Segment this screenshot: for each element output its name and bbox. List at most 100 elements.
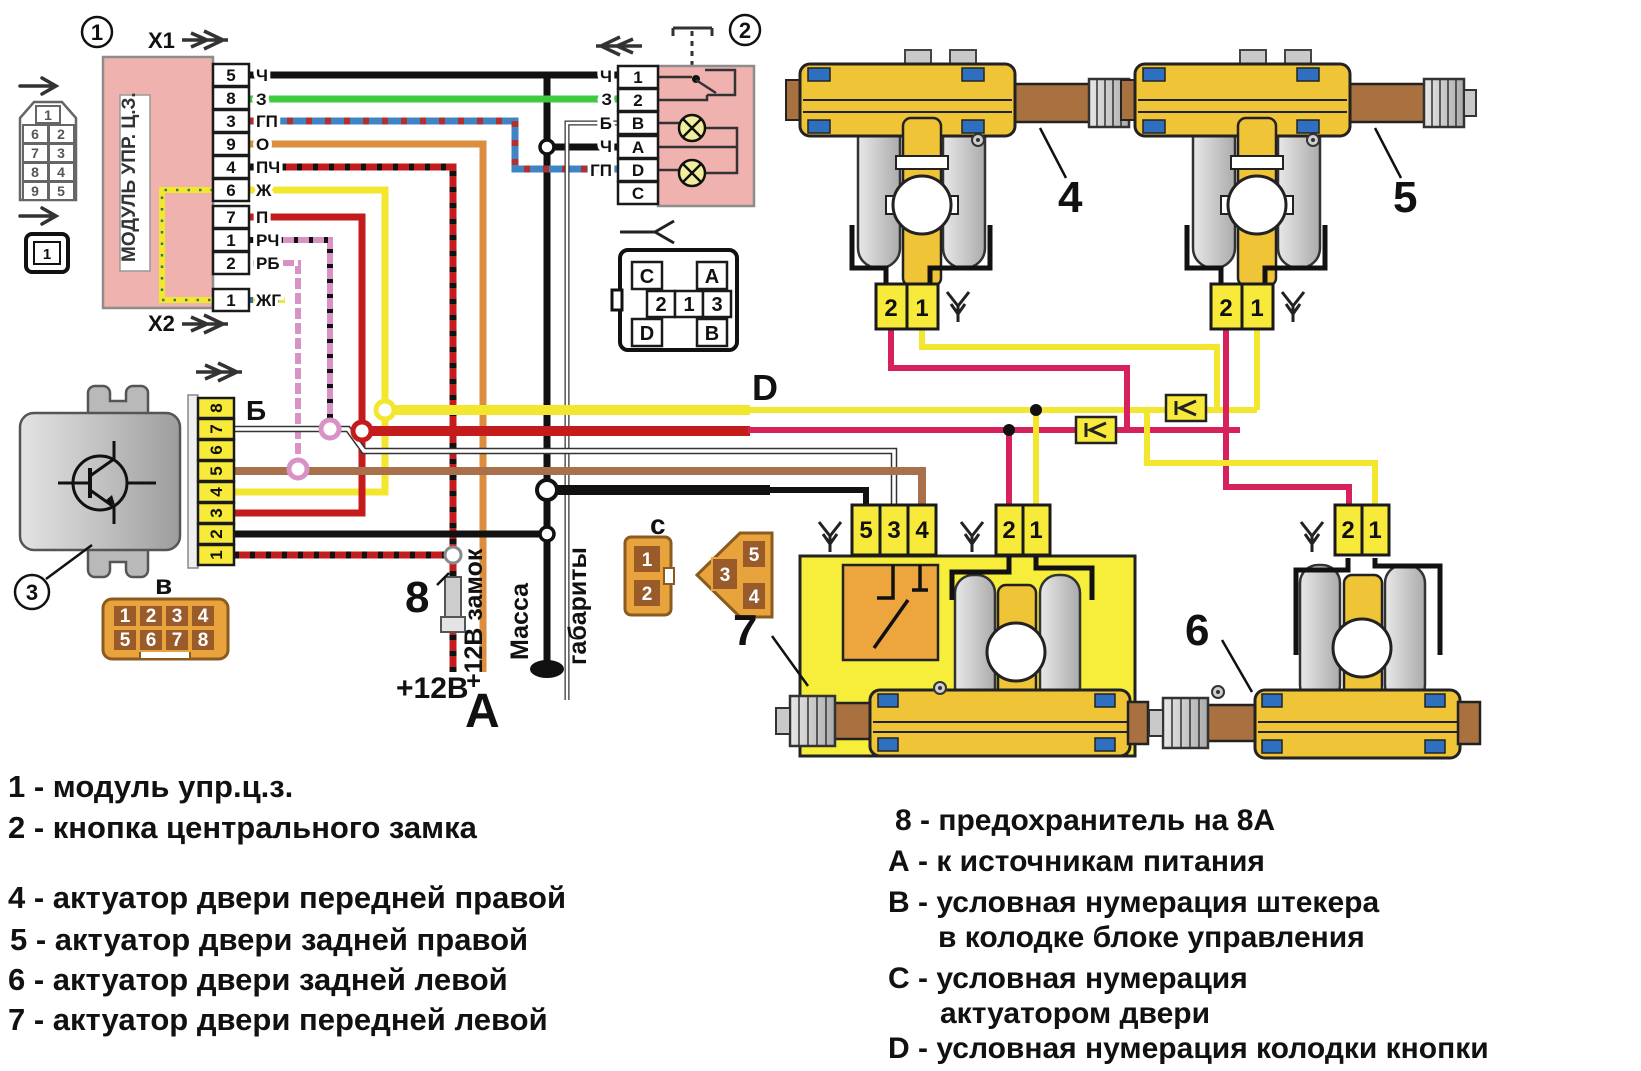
connector-v-pin: 1 xyxy=(120,606,131,627)
wire-code: Ч xyxy=(600,67,612,86)
transistor-icon xyxy=(58,441,156,524)
inline-connector-crimson xyxy=(1074,415,1118,445)
motor-leads xyxy=(849,225,993,284)
relay-pin: 4 xyxy=(207,487,226,497)
legend-item: 8 - предохранитель на 8А xyxy=(895,804,1275,837)
plug-cell: 3 xyxy=(711,294,722,316)
plug-cell: 2 xyxy=(655,294,666,316)
plug-cell: В xyxy=(705,323,719,345)
module-pin: 2 xyxy=(226,254,235,273)
module-pin: 3 xyxy=(226,112,235,131)
legend: 1 - модуль упр.ц.з. 2 - кнопка центральн… xyxy=(8,769,1489,1065)
button-pins: 1 2 В А D С xyxy=(616,64,660,206)
gabarity-label: габариты xyxy=(564,547,592,665)
actuator-5-label: 5 xyxy=(1373,127,1417,222)
connector-v-pin: 6 xyxy=(146,630,157,651)
connector-v: в 1 2 3 4 5 6 7 8 xyxy=(101,569,230,661)
connector-v-pin: 2 xyxy=(146,606,157,627)
act6-conn-pin: 1 xyxy=(1368,517,1381,544)
button-circuit xyxy=(658,68,739,175)
plug-pin: 3 xyxy=(57,145,65,161)
relay-pin: 2 xyxy=(207,529,226,538)
ring-black-small xyxy=(538,525,556,543)
legend-item: D - условная нумерация колодки кнопки xyxy=(888,1032,1489,1065)
plug-cell: D xyxy=(640,323,654,345)
ring-yellow xyxy=(373,398,397,422)
relay-pin: 6 xyxy=(207,445,226,454)
ring-black-a xyxy=(538,138,556,156)
callout-3: 3 xyxy=(26,580,38,605)
button-actuator-icon xyxy=(671,26,714,36)
lock12v-label: +12В замок xyxy=(460,548,488,688)
module-internal-dots xyxy=(160,188,213,302)
relay-bracket-top xyxy=(86,384,150,413)
callout-2: 2 xyxy=(739,18,751,43)
button-pin: С xyxy=(632,184,644,203)
fork-icon xyxy=(620,219,675,245)
label-5: 5 xyxy=(1393,173,1417,222)
connector-c-label: с xyxy=(650,509,666,540)
motor-leads xyxy=(1293,558,1443,655)
ring-pink-rch xyxy=(318,417,342,441)
actuator-unit-5 xyxy=(1121,50,1476,329)
legend-item: А - к источникам питания xyxy=(888,845,1265,878)
relay-pin: 3 xyxy=(207,508,226,517)
bus-black-thin xyxy=(768,487,869,505)
label-7: 7 xyxy=(733,606,757,655)
motor-cylinder xyxy=(1383,563,1427,705)
fuse-band xyxy=(440,616,466,633)
connector-v-pin: 7 xyxy=(172,630,183,651)
legend-item: В - условная нумерация штекера xyxy=(888,886,1379,919)
ring-red xyxy=(350,419,374,443)
module-pin: 6 xyxy=(226,181,235,200)
fuse-8: 8 +12В +12В замок Масса габариты А D xyxy=(396,367,778,738)
a-label: А xyxy=(465,685,500,738)
fuse-pointer xyxy=(436,572,450,586)
wire-code: Б xyxy=(600,114,612,133)
connector-v-pin: 5 xyxy=(120,630,131,651)
switch-box xyxy=(841,563,940,662)
callout-3-pointer xyxy=(45,543,93,581)
arrow-left-icon xyxy=(594,35,644,57)
wire-code: П xyxy=(256,208,268,227)
wire-code: РБ xyxy=(256,254,280,273)
legend-item: в колодке блоке управления xyxy=(938,921,1365,954)
button-lamps xyxy=(677,113,707,188)
legend-item: С - условная нумерация xyxy=(888,962,1248,995)
relay-pins: 8 7 6 5 4 3 2 1 xyxy=(196,396,236,567)
button-pin: D xyxy=(632,161,644,180)
wire-code: ПЧ xyxy=(256,158,280,177)
button-pin: А xyxy=(632,138,644,157)
actuator-conn-pin: 1 xyxy=(915,295,928,322)
act7-conn-pin: 1 xyxy=(1029,517,1042,544)
door-switch-icon xyxy=(872,565,928,650)
callout-1-circle xyxy=(80,15,114,49)
plug-pin: 5 xyxy=(57,183,65,199)
button-block: 2 1 2 В А D С Ч З Б Ч ГП xyxy=(587,13,762,208)
actuator-4-label: 4 xyxy=(1038,127,1083,222)
wire-code: ЖГ xyxy=(255,291,281,310)
actuator-conn-pin: 2 xyxy=(884,295,897,322)
motor-icon xyxy=(891,174,953,236)
callout-2-circle xyxy=(728,13,762,47)
bus-brown xyxy=(234,467,926,505)
module-pin: 7 xyxy=(226,208,235,227)
connector-v-label: в xyxy=(155,569,172,600)
wire-lights-core xyxy=(565,121,618,700)
relay-arrow-icon xyxy=(194,361,244,383)
x2-arrow-icon xyxy=(180,313,230,335)
plug-pin: 7 xyxy=(31,145,39,161)
left-icons: 1 6 2 7 3 8 4 9 5 1 xyxy=(18,76,78,274)
connector-c-pin: 1 xyxy=(642,550,653,571)
plug-pin-grid: 6 2 7 3 8 4 9 5 xyxy=(22,124,75,201)
plug-pin: 2 xyxy=(57,126,65,142)
act6-conn-pin: 2 xyxy=(1341,517,1354,544)
motor-icon xyxy=(1331,617,1393,679)
wire-code: Ч xyxy=(600,137,612,156)
motor-cylinder xyxy=(1038,573,1082,707)
label-4: 4 xyxy=(1058,173,1083,222)
motor-cylinder xyxy=(856,116,902,270)
wire-orange-o xyxy=(249,140,487,672)
actuator-6-block: 2 1 6 xyxy=(1148,503,1482,760)
